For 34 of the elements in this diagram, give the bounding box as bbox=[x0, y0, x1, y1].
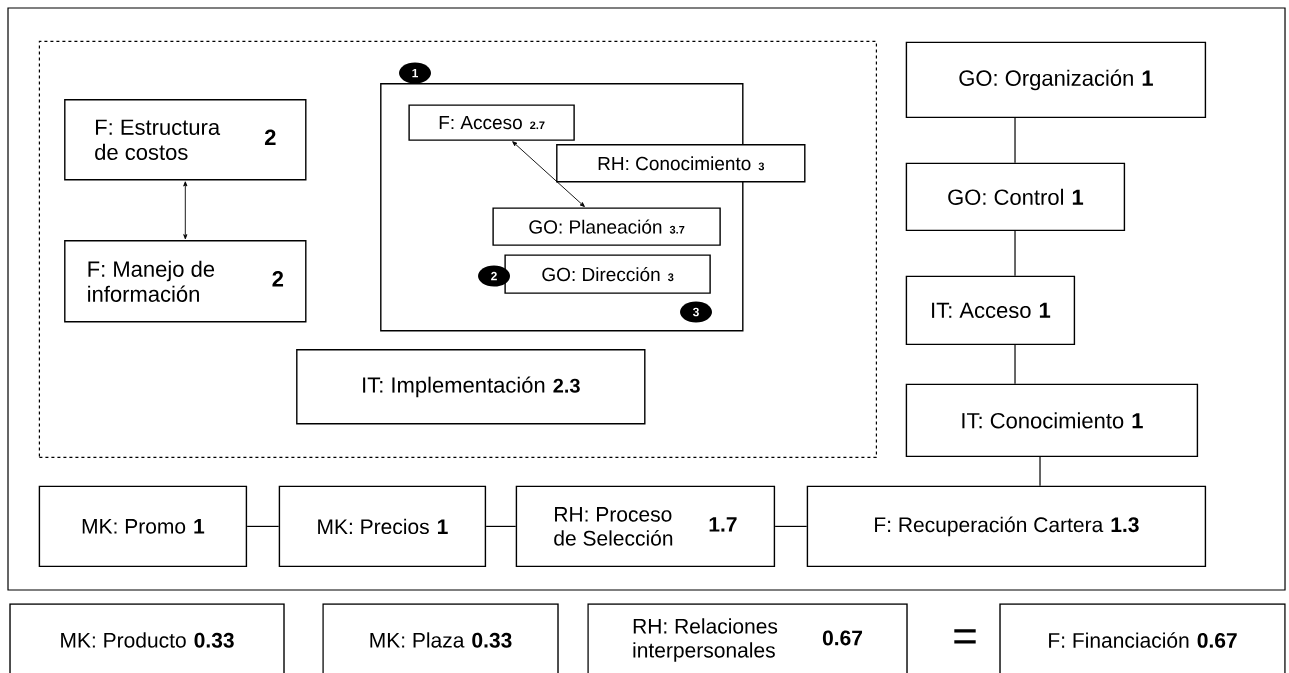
process-box: GO: Organización 1 bbox=[905, 41, 1207, 119]
process-box: RH: Relaciones interpersonales 0.67 bbox=[587, 603, 908, 673]
connector-line bbox=[246, 525, 280, 527]
process-box: MK: Producto 0.33 bbox=[9, 603, 285, 673]
process-box: F: Estructura de costos 2 bbox=[64, 99, 307, 181]
process-box: IT: Conocimiento 1 bbox=[905, 383, 1199, 458]
process-box: MK: Precios 1 bbox=[278, 485, 487, 568]
callout-number: 2 bbox=[478, 265, 510, 287]
process-box: RH: Conocimiento 3 bbox=[556, 144, 806, 183]
connector-line bbox=[774, 525, 808, 527]
callout-number: 1 bbox=[399, 62, 431, 84]
arrow bbox=[183, 181, 188, 240]
connector-line bbox=[1014, 230, 1016, 277]
process-box: F: Manejo de información 2 bbox=[64, 240, 307, 323]
process-box: GO: Dirección 3 bbox=[504, 254, 711, 294]
process-box: GO: Control 1 bbox=[905, 162, 1126, 232]
equals-sign: = bbox=[954, 629, 976, 644]
process-box: F: Financiación 0.67 bbox=[999, 603, 1286, 673]
process-box: IT: Acceso 1 bbox=[905, 275, 1076, 346]
process-box: GO: Planeación 3.7 bbox=[492, 207, 721, 246]
process-box: MK: Promo 1 bbox=[38, 485, 248, 568]
process-box: IT: Implementación 2.3 bbox=[296, 349, 646, 425]
process-box: MK: Plaza 0.33 bbox=[322, 603, 559, 673]
process-box: RH: Proceso de Selección 1.7 bbox=[515, 485, 776, 568]
dashed-group-box bbox=[38, 40, 877, 458]
callout-number: 3 bbox=[680, 301, 712, 323]
connector-line bbox=[1014, 344, 1016, 385]
process-box: F: Recuperación Cartera 1.3 bbox=[806, 485, 1207, 568]
connector-line bbox=[1039, 456, 1041, 487]
process-box: F: Acceso 2.7 bbox=[408, 104, 575, 141]
connector-line bbox=[485, 525, 517, 527]
connector-line bbox=[1014, 117, 1016, 164]
arrow bbox=[512, 141, 585, 207]
panel-frame bbox=[7, 7, 1286, 591]
